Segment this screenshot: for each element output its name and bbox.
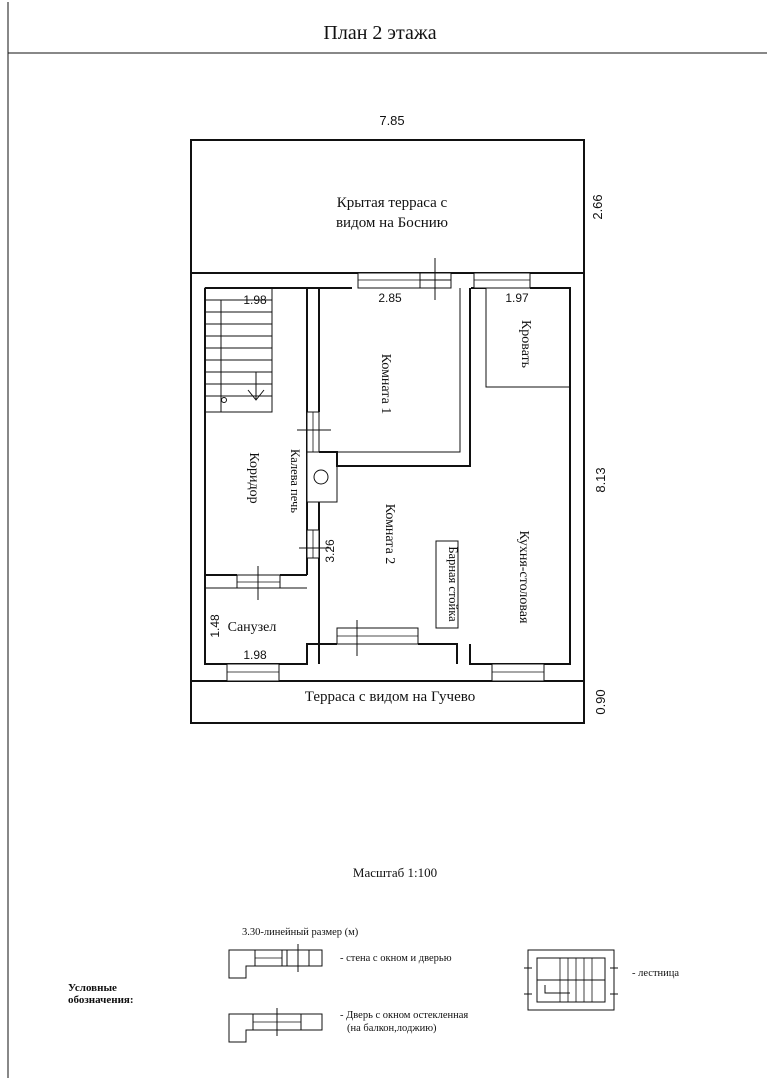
room1-wall	[319, 288, 471, 467]
dim-stair-width: 1.98	[243, 293, 267, 307]
label-covered-terrace-2: видом на Боснию	[336, 215, 448, 231]
dim-bath-width: 1.98	[243, 648, 267, 662]
dim-room2-height: 3.26	[323, 539, 337, 563]
label-corridor: Коридор	[246, 452, 261, 503]
inner-wall-left	[204, 288, 320, 665]
legend-wall-symbol	[228, 944, 323, 979]
label-bathroom: Санузел	[228, 620, 277, 635]
legend-stairs-symbol	[524, 949, 618, 1011]
dim-bottom-terrace: 0.90	[593, 689, 608, 714]
label-room1: Комната 1	[378, 354, 393, 415]
legend-glazed-door-symbol	[228, 1008, 323, 1043]
plan-outline	[190, 139, 585, 724]
legend-wall-text: - стена с окном и дверью	[340, 953, 452, 964]
dim-bed-width: 1.97	[505, 291, 529, 305]
page-title: План 2 этажа	[323, 22, 436, 44]
dim-room1-width: 2.85	[378, 291, 402, 305]
legend-heading-1: Условные	[68, 982, 117, 994]
legend-heading-2: обозначения:	[68, 994, 134, 1006]
legend-stairs-outer	[527, 949, 615, 1011]
bed-outline	[485, 288, 570, 388]
legend-wall-outline	[228, 949, 323, 979]
scale-label: Масштаб 1:100	[353, 865, 437, 880]
label-covered-terrace-1: Крытая терраса с	[337, 195, 448, 211]
stair-arrow-icon	[247, 389, 265, 401]
inner-wall-right	[469, 287, 571, 665]
window-kitchen-bottom	[491, 663, 545, 682]
legend-glazed-text-2: (на балкон,лоджию)	[347, 1023, 437, 1034]
room1-wall-inner	[319, 288, 461, 453]
stair-start-dot	[221, 397, 227, 403]
stove-flue-icon	[313, 469, 329, 485]
dim-top-terrace: 2.66	[590, 194, 605, 219]
label-bed: Кровать	[518, 320, 533, 368]
dim-total-depth: 8.13	[593, 467, 608, 492]
legend-glazed-outline	[228, 1013, 323, 1043]
label-kitchen: Кухня-столовая	[516, 531, 531, 624]
window-bath-bottom	[226, 663, 280, 682]
room2-bottom-wall-right	[418, 643, 458, 664]
legend-stairs-text: - лестница	[632, 968, 679, 979]
dim-bath-height: 1.48	[208, 614, 222, 638]
label-bottom-terrace: Терраса с видом на Гучево	[305, 689, 475, 705]
bar-counter	[435, 540, 459, 629]
window-top-2	[473, 272, 531, 289]
stair-frame	[204, 287, 273, 413]
label-bar: Барная стойка	[446, 546, 460, 622]
legend-linear-size: 3.30-линейный размер (м)	[242, 927, 359, 938]
legend-glazed-text-1: - Дверь с окном остекленная	[340, 1010, 468, 1021]
label-room2: Комната 2	[382, 504, 397, 565]
staircase	[204, 287, 273, 413]
dim-top-width: 7.85	[379, 113, 404, 128]
label-stove: Калева печь	[288, 449, 302, 513]
legend-stairs-arrow	[544, 985, 570, 994]
stove-body	[306, 451, 338, 503]
window-top-1	[357, 272, 421, 289]
